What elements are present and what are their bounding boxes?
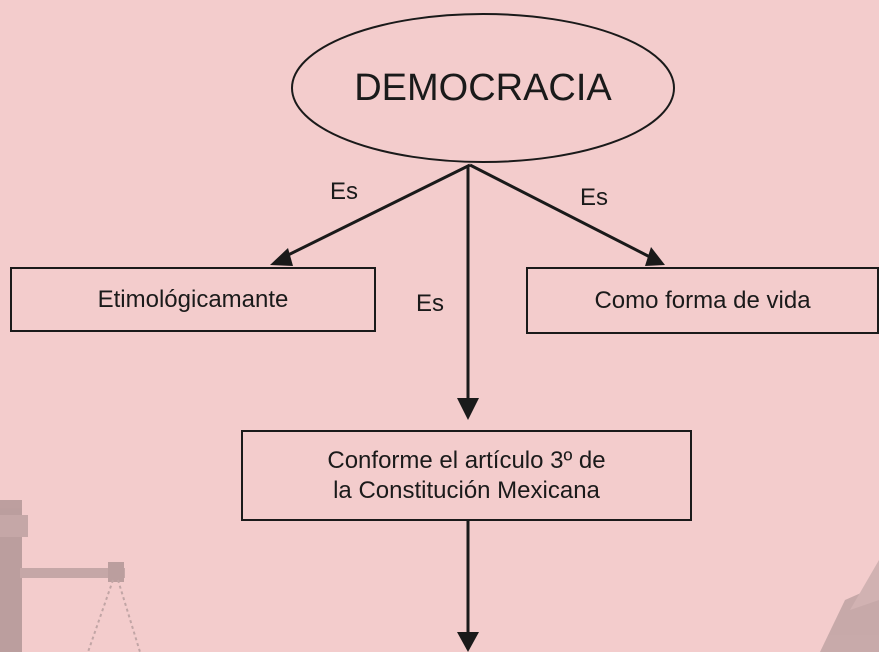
node-forma-vida: Como forma de vida	[526, 267, 879, 334]
node-constitucion-line1: Conforme el artículo 3º de	[327, 446, 606, 474]
edge-label-left: Es	[330, 178, 359, 205]
root-node-ellipse	[291, 13, 675, 163]
edge-to-forma-vida	[469, 163, 651, 259]
node-etimologico-label: Etimológicamante	[97, 285, 289, 313]
edge-label-center: Es	[416, 290, 445, 317]
gavel-illustration	[820, 560, 879, 652]
edge-label-right: Es	[580, 184, 609, 211]
edge-to-etimologico	[281, 163, 471, 260]
root-node-label: DEMOCRACIA	[354, 67, 612, 109]
node-constitucion-line2: la Constitución Mexicana	[333, 476, 600, 504]
node-forma-vida-label: Como forma de vida	[594, 286, 811, 314]
node-etimologico: Etimológicamante	[10, 267, 376, 332]
node-constitucion: Conforme el artículo 3º de la Constituci…	[241, 430, 692, 521]
arrowhead-continue	[457, 632, 479, 652]
arrowhead-forma-vida	[645, 247, 665, 266]
arrowhead-constitucion	[457, 398, 479, 420]
arrowhead-etimologico	[270, 248, 293, 266]
scales-of-justice-illustration	[0, 500, 141, 652]
